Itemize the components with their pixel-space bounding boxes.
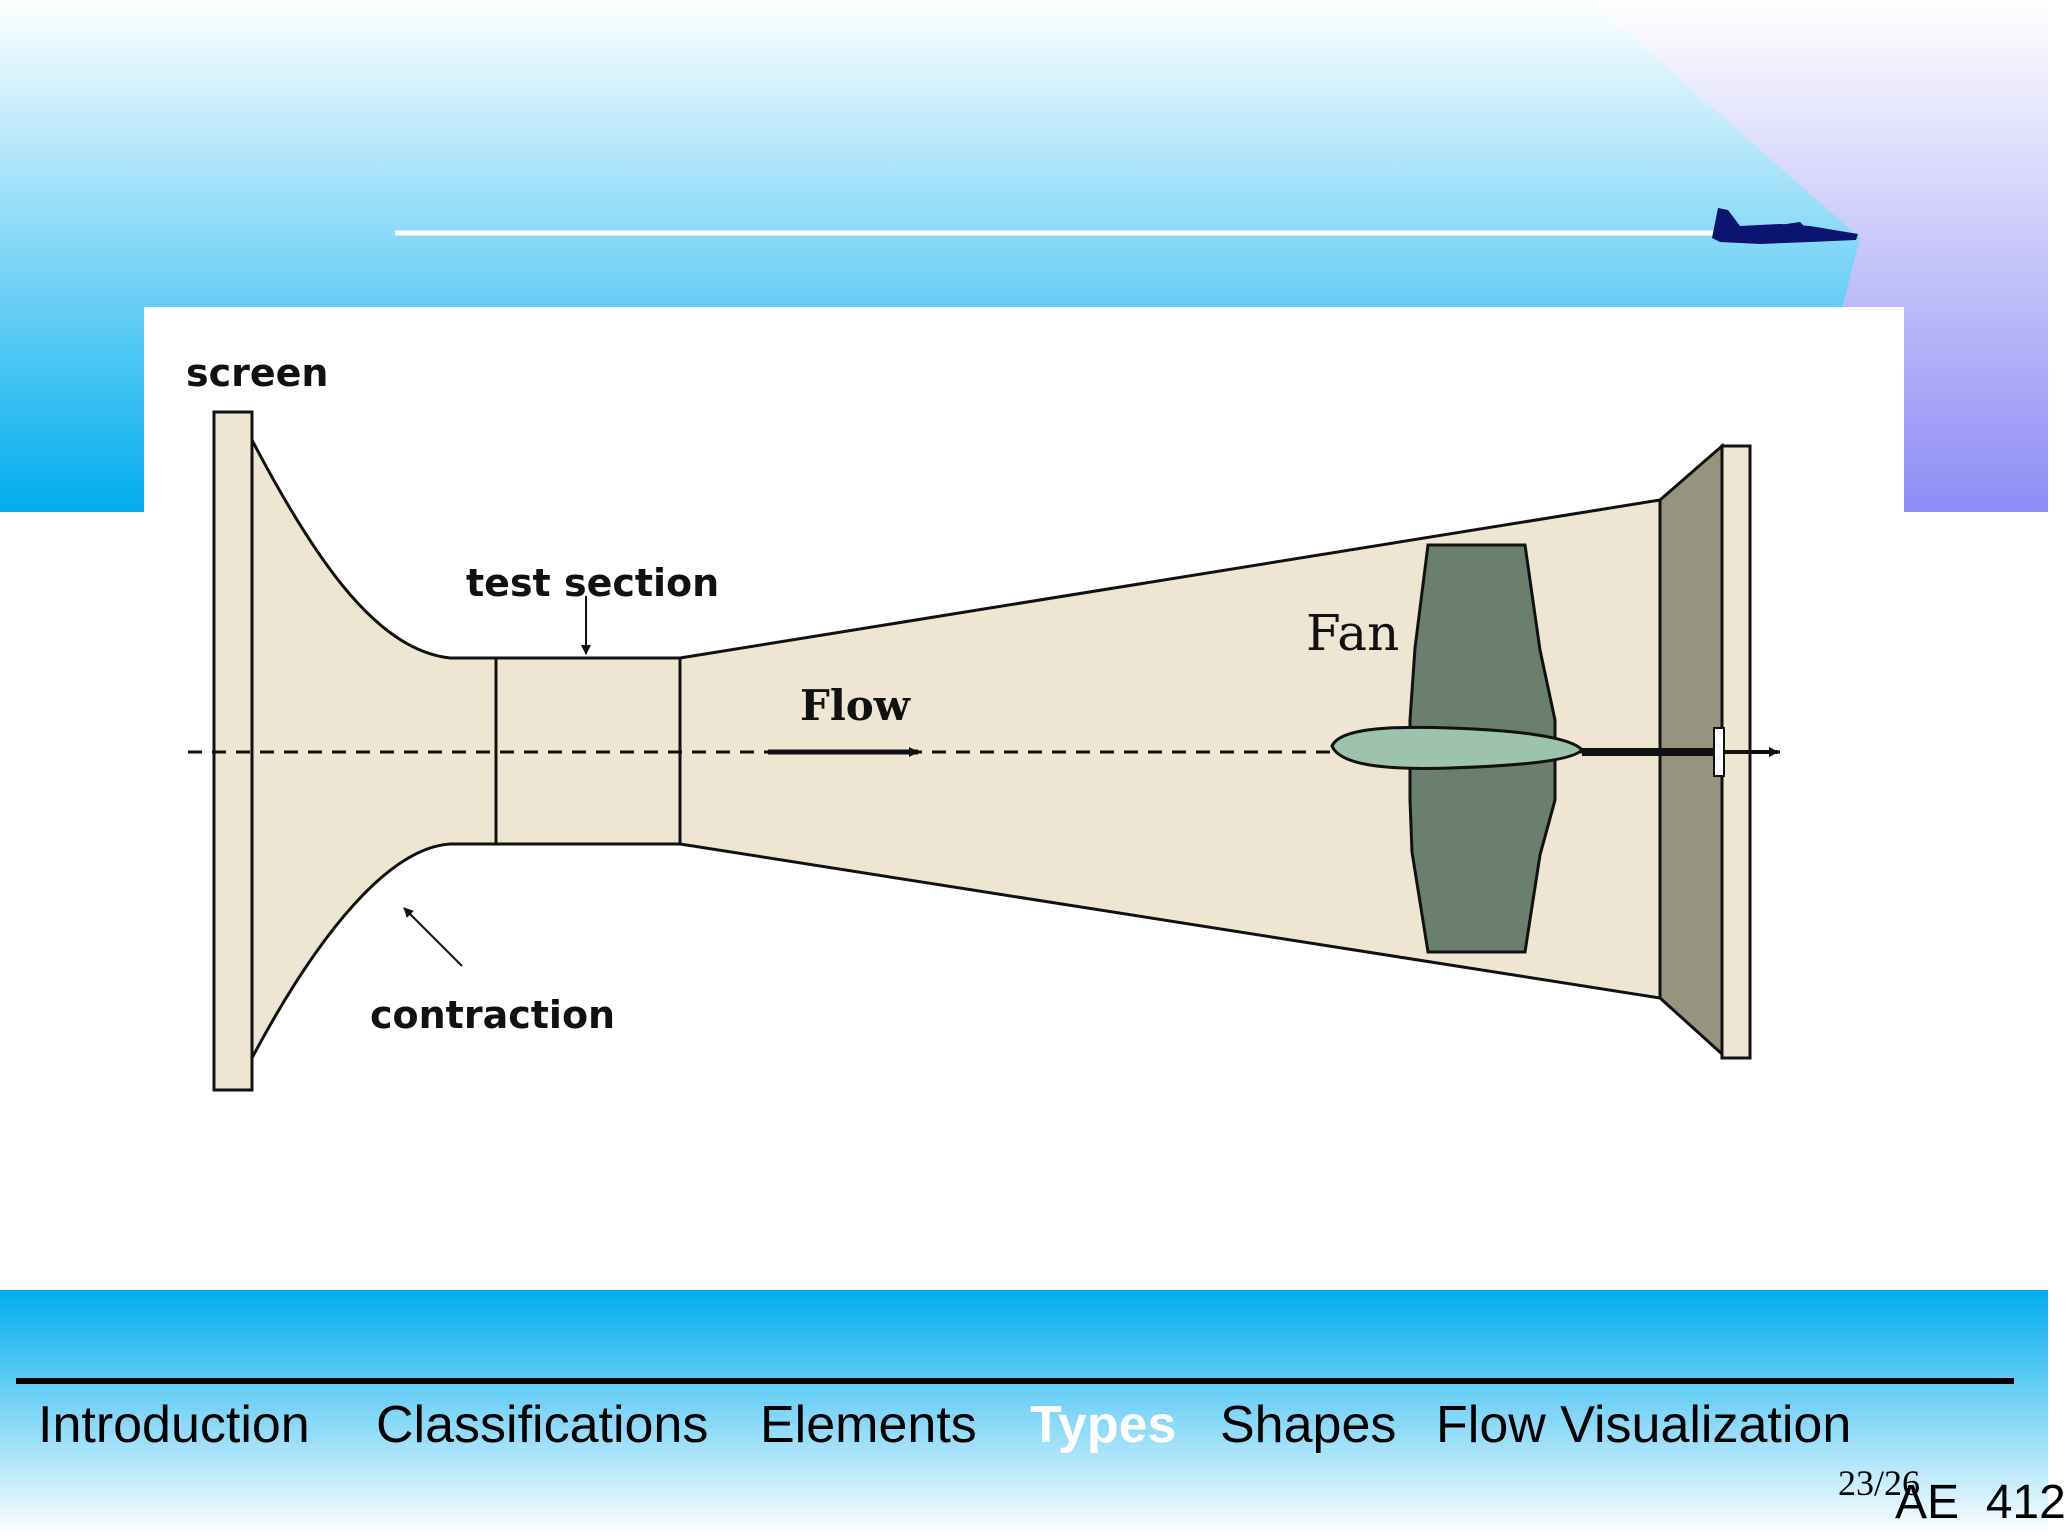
page-number: 23/26 — [1838, 1463, 1921, 1503]
course-code: AE 412 — [1895, 1476, 2066, 1529]
nav-item-elements[interactable]: Elements — [760, 1396, 977, 1454]
nav-item-types[interactable]: Types — [1030, 1396, 1177, 1454]
wind-tunnel-diagram: screen test section Flow Fan contraction — [186, 351, 1780, 1092]
nav-item-classifications[interactable]: Classifications — [376, 1396, 709, 1454]
test-section-label: test section — [466, 561, 719, 605]
fan-label: Fan — [1306, 604, 1399, 662]
header-decoration — [395, 208, 1858, 244]
flow-label: Flow — [800, 681, 911, 730]
jet-aircraft-icon — [1712, 208, 1858, 244]
footer-background — [0, 1290, 2048, 1536]
contraction-leader — [403, 907, 463, 967]
shaft-bearing — [1713, 727, 1725, 777]
contraction-label: contraction — [370, 993, 615, 1037]
nav-item-flow-visualization[interactable]: Flow Visualization — [1436, 1396, 1852, 1454]
nav-item-shapes[interactable]: Shapes — [1220, 1396, 1397, 1454]
screen-label: screen — [186, 351, 328, 395]
nav-item-introduction[interactable]: Introduction — [38, 1396, 310, 1454]
